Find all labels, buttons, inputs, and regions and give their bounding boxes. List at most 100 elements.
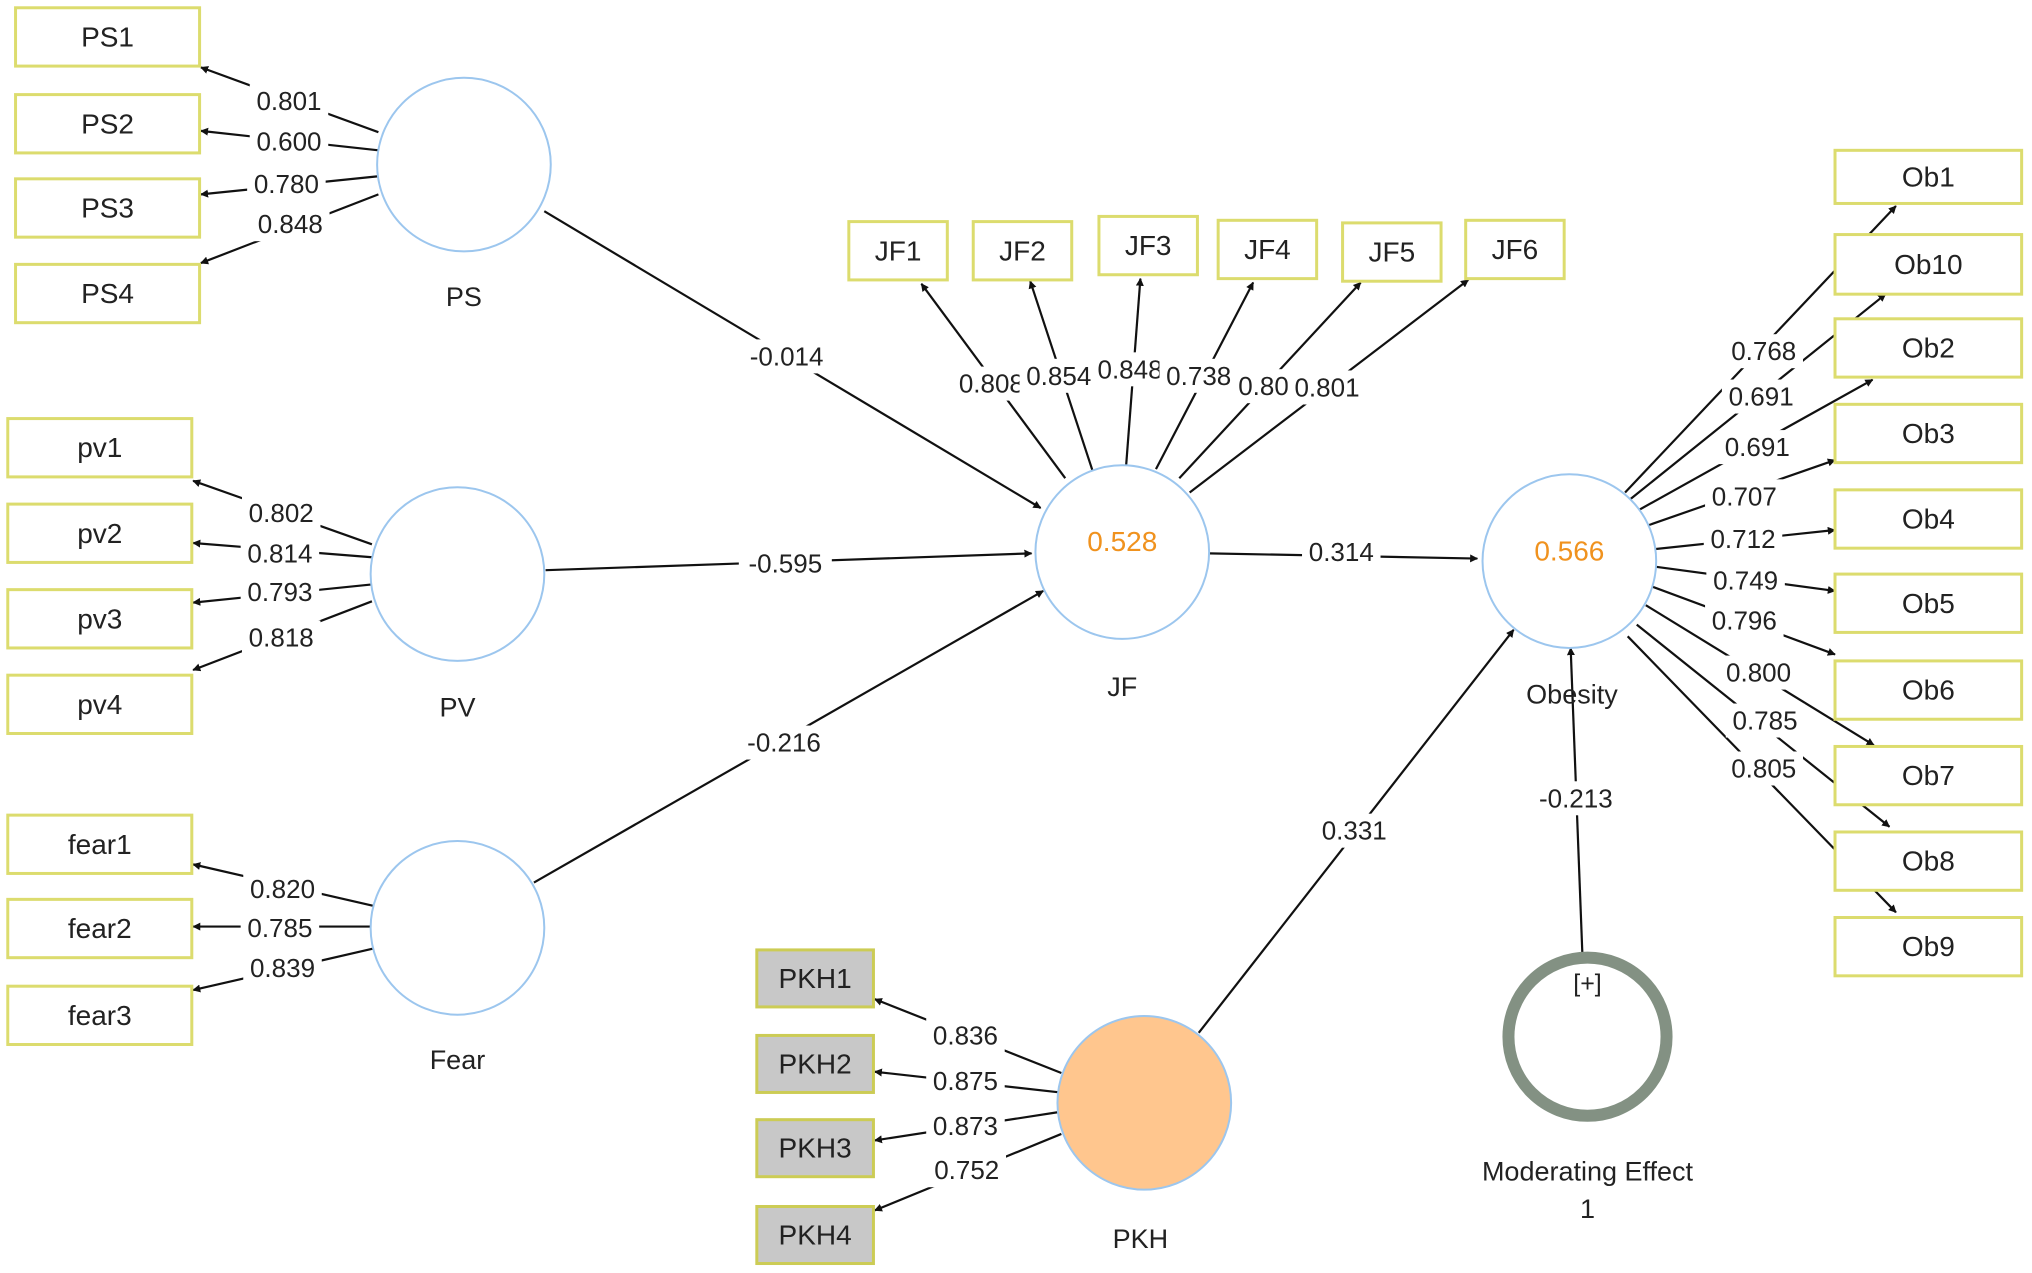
- indicator-box-ob6[interactable]: [1833, 659, 2024, 721]
- indicator-box-jf2[interactable]: [971, 220, 1074, 282]
- construct-pv[interactable]: PV: [369, 486, 546, 723]
- indicator-pv2[interactable]: pv2: [6, 502, 194, 564]
- indicator-box-ob8[interactable]: [1833, 830, 2024, 892]
- indicator-ps4[interactable]: PS4: [14, 262, 202, 325]
- indicator-ps2[interactable]: PS2: [14, 93, 202, 155]
- indicator-box-ob3[interactable]: [1833, 402, 2024, 465]
- indicator-box-pv3[interactable]: [6, 588, 194, 650]
- indicator-fear2[interactable]: fear2: [6, 897, 194, 960]
- indicator-box-pv4[interactable]: [6, 673, 194, 735]
- indicator-pkh4[interactable]: PKH4: [755, 1205, 875, 1266]
- loading-label-jf1-group: 0.808: [952, 366, 1031, 401]
- indicator-box-ob1[interactable]: [1833, 148, 2024, 205]
- loading-label-pkh3: 0.873: [933, 1111, 998, 1141]
- indicator-box-ob5[interactable]: [1833, 572, 2024, 634]
- indicator-jf1[interactable]: JF1: [847, 220, 949, 282]
- indicator-ob8[interactable]: Ob8: [1833, 830, 2024, 892]
- loading-label-jf6: 0.801: [1294, 372, 1359, 402]
- indicator-pkh2[interactable]: PKH2: [755, 1033, 875, 1094]
- indicator-box-pkh3[interactable]: [755, 1118, 875, 1179]
- indicator-box-fear2[interactable]: [6, 897, 194, 960]
- indicator-box-jf3[interactable]: [1097, 214, 1199, 277]
- indicator-box-ob2[interactable]: [1833, 317, 2024, 379]
- indicator-jf2[interactable]: JF2: [971, 220, 1074, 282]
- indicator-box-ob9[interactable]: [1833, 916, 2024, 978]
- construct-ps[interactable]: PS: [376, 76, 552, 312]
- indicator-fear3[interactable]: fear3: [6, 984, 194, 1047]
- indicator-ob7[interactable]: Ob7: [1833, 744, 2024, 807]
- construct-name-obesity: Obesity: [1526, 680, 1618, 710]
- indicator-box-jf4[interactable]: [1216, 218, 1319, 281]
- indicator-box-jf5[interactable]: [1341, 221, 1443, 283]
- indicator-label-jf6: JF6: [1492, 234, 1539, 265]
- loading-label-ps3-group: 0.780: [247, 167, 326, 202]
- indicator-ob9[interactable]: Ob9: [1833, 916, 2024, 978]
- indicator-box-jf1[interactable]: [847, 220, 949, 282]
- indicator-label-ob2: Ob2: [1902, 332, 1955, 363]
- path-coefficient-jf-to-obesity: 0.314: [1309, 537, 1374, 567]
- indicator-box-pv1[interactable]: [6, 417, 194, 479]
- construct-pkh[interactable]: PKH: [1056, 1015, 1233, 1254]
- loading-label-fear2-group: 0.785: [240, 910, 320, 945]
- indicator-ob4[interactable]: Ob4: [1833, 488, 2024, 550]
- indicator-box-ps3[interactable]: [14, 177, 202, 239]
- indicator-jf4[interactable]: JF4: [1216, 218, 1319, 281]
- indicator-ob1[interactable]: Ob1: [1833, 148, 2024, 205]
- indicator-box-pv2[interactable]: [6, 502, 194, 564]
- construct-circle-ps[interactable]: [376, 76, 552, 253]
- construct-fear[interactable]: Fear: [369, 840, 546, 1075]
- construct-circle-pkh[interactable]: [1056, 1015, 1233, 1191]
- indicator-pv3[interactable]: pv3: [6, 588, 194, 650]
- indicator-box-ps4[interactable]: [14, 262, 202, 325]
- indicator-ob6[interactable]: Ob6: [1833, 659, 2024, 721]
- indicator-jf3[interactable]: JF3: [1097, 214, 1199, 277]
- loading-label-fear1-group: 0.820: [243, 872, 322, 906]
- loading-label-pv4: 0.818: [249, 623, 314, 653]
- construct-circle-pv[interactable]: [369, 486, 546, 662]
- indicator-pkh3[interactable]: PKH3: [755, 1118, 875, 1179]
- indicator-box-ob7[interactable]: [1833, 744, 2024, 807]
- path-coefficient-me-to-obesity-background: [1529, 781, 1623, 816]
- indicator-box-pkh1[interactable]: [755, 948, 875, 1009]
- construct-circle-jf[interactable]: [1034, 464, 1211, 640]
- indicator-ob3[interactable]: Ob3: [1833, 402, 2024, 465]
- loading-label-ob4-background: [1703, 522, 1783, 557]
- loading-label-ps2-group: 0.600: [249, 124, 329, 159]
- loading-label-pv2-background: [240, 536, 320, 571]
- path-coefficient-pv-to-jf-group: -0.595: [738, 546, 832, 581]
- indicator-box-fear3[interactable]: [6, 984, 194, 1047]
- indicator-box-pkh4[interactable]: [755, 1205, 875, 1266]
- indicator-box-jf6[interactable]: [1464, 218, 1566, 281]
- indicator-label-ob3: Ob3: [1902, 418, 1955, 449]
- indicator-box-ob10[interactable]: [1833, 233, 2024, 296]
- indicator-ob2[interactable]: Ob2: [1833, 317, 2024, 379]
- indicator-pv1[interactable]: pv1: [6, 417, 194, 479]
- indicator-ob5[interactable]: Ob5: [1833, 572, 2024, 634]
- construct-circle-fear[interactable]: [369, 840, 546, 1016]
- indicator-jf6[interactable]: JF6: [1464, 218, 1566, 281]
- indicator-label-ob5: Ob5: [1902, 588, 1955, 619]
- indicator-box-fear1[interactable]: [6, 813, 194, 875]
- indicator-fear1[interactable]: fear1: [6, 813, 194, 875]
- indicator-ps3[interactable]: PS3: [14, 177, 202, 239]
- indicator-box-ob4[interactable]: [1833, 488, 2024, 550]
- construct-circle-me[interactable]: [1502, 951, 1673, 1122]
- indicator-ob10[interactable]: Ob10: [1833, 233, 2024, 296]
- indicator-label-ob1: Ob1: [1902, 161, 1955, 192]
- indicator-label-ob8: Ob8: [1902, 846, 1955, 877]
- loading-label-ob6-background: [1705, 603, 1784, 638]
- indicator-pkh1[interactable]: PKH1: [755, 948, 875, 1009]
- indicator-pv4[interactable]: pv4: [6, 673, 194, 735]
- construct-circle-obesity[interactable]: [1481, 473, 1658, 649]
- expand-toggle-icon[interactable]: [+]: [1573, 970, 1602, 998]
- indicator-label-ob9: Ob9: [1902, 931, 1955, 962]
- indicator-ps1[interactable]: PS1: [14, 6, 202, 68]
- indicator-jf5[interactable]: JF5: [1341, 221, 1443, 283]
- indicator-box-ps1[interactable]: [14, 6, 202, 68]
- indicator-box-pkh2[interactable]: [755, 1033, 875, 1094]
- loading-label-ob1: 0.768: [1731, 336, 1796, 366]
- indicator-box-ps2[interactable]: [14, 93, 202, 155]
